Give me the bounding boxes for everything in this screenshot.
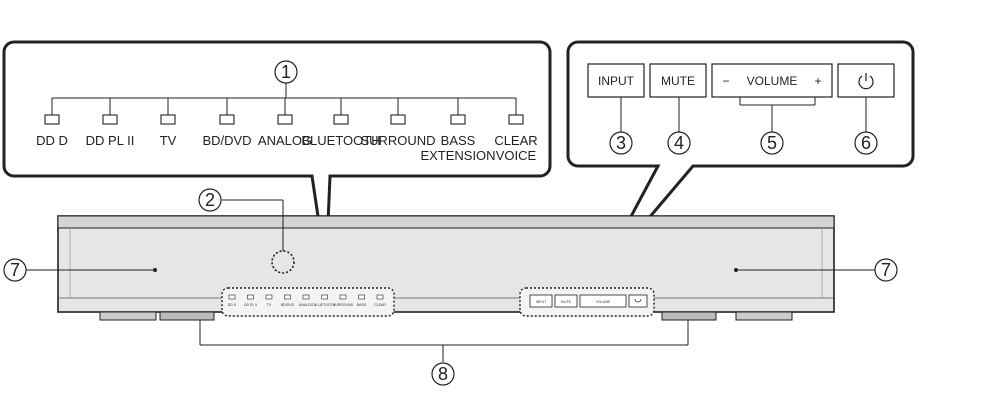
mini-indicator-led-4 [302, 294, 310, 300]
mini-indicator-led-0 [228, 294, 236, 300]
mini-volume-label: VOLUME [596, 300, 611, 304]
callout-7-right [874, 258, 898, 282]
indicator-led-0 [44, 114, 60, 125]
mini-indicator-led-1 [247, 294, 254, 300]
input-button-label: INPUT [598, 74, 635, 88]
indicator-led-7 [450, 114, 466, 125]
input-button[interactable] [587, 63, 645, 98]
foot-left [159, 311, 215, 321]
indicator-label-8: CLEAR [494, 133, 537, 148]
mini-power-icon [634, 298, 642, 303]
callout-7-left [3, 258, 27, 282]
callout-6 [854, 131, 878, 155]
mini-indicator-led-2 [265, 294, 273, 300]
indicator-led-1 [102, 114, 118, 125]
mini-indicator-led-5 [321, 294, 328, 300]
indicator-label-7: BASS [441, 133, 476, 148]
mini-indicator-label-8: CLEAR [374, 303, 386, 307]
indicator-label-1: DD PL II [86, 133, 135, 148]
mini-indicator-label-6: SURROUND [333, 303, 354, 307]
mini-indicator-led-7 [358, 294, 365, 300]
mini-input-button [529, 294, 553, 308]
mini-indicator-label-1: DD PL II [244, 303, 257, 307]
mini-input-label: INPUT [536, 300, 547, 304]
indicator-led-2 [160, 114, 176, 125]
mini-mute-button [554, 294, 578, 308]
indicator-label-5: BLUETOOTH [301, 133, 380, 148]
mute-button[interactable] [649, 63, 707, 98]
indicator-led-6 [390, 114, 406, 125]
callout-3-number: 3 [616, 133, 626, 153]
indicator-label-6: SURROUND [360, 133, 435, 148]
mini-indicator-label-5: BLUETOOTH [314, 303, 336, 307]
callout-4 [667, 131, 691, 155]
callout-4-number: 4 [674, 133, 684, 153]
volume-button[interactable] [711, 63, 833, 98]
indicator-label2-7: EXTENSION [420, 148, 495, 163]
callout-2-number: 2 [205, 190, 215, 210]
callout-1-number: 1 [281, 62, 291, 82]
mini-indicator-label-7: BASS [357, 303, 367, 307]
indicator-label-2: TV [160, 133, 177, 148]
button-callout-box: INPUT MUTE − VOLUME + 3 4 5 6 [566, 40, 915, 279]
callout-5-number: 5 [767, 133, 777, 153]
volume-plus-label: + [814, 74, 821, 88]
foot-right [661, 311, 717, 321]
indicator-label-4: ANALOG [258, 133, 312, 148]
indicator-strip [221, 287, 395, 317]
mini-indicator-led-6 [339, 294, 347, 300]
callout-5 [760, 131, 784, 155]
indicator-led-4 [277, 114, 293, 125]
remote-sensor [271, 250, 295, 274]
callout-8 [431, 362, 455, 386]
mini-indicator-label-3: BD/DVD [281, 303, 295, 307]
indicator-led-8 [508, 114, 524, 125]
volume-minus-label: − [722, 74, 729, 88]
indicator-label-0: DD D [36, 133, 68, 148]
mini-mute-label: MUTE [561, 300, 572, 304]
indicator-callout-box: 1 DD D DD PL II TV BD/DVD ANALOGBLUETOOTHSUR… [2, 40, 552, 271]
indicator-label2-8: VOICE [496, 148, 537, 163]
callout-7-right-number: 7 [881, 260, 891, 280]
mini-indicator-label-2: TV [267, 303, 272, 307]
mini-indicator-label-4: ANALOG [299, 303, 314, 307]
mini-indicator-led-8 [376, 294, 384, 300]
callout-7-left-number: 7 [10, 260, 20, 280]
callout-6-number: 6 [861, 133, 871, 153]
power-icon [858, 73, 874, 90]
soundbar-body [57, 215, 835, 321]
mini-power-button [628, 294, 648, 308]
mini-indicator-label-0: DD D [228, 303, 237, 307]
volume-label: VOLUME [747, 74, 798, 88]
callout-8-number: 8 [438, 364, 448, 384]
mute-button-label: MUTE [661, 74, 695, 88]
mini-volume-button [579, 294, 627, 308]
callout-3 [609, 131, 633, 155]
callout-2 [198, 188, 222, 212]
indicator-led-3 [219, 114, 235, 125]
mini-indicator-led-3 [284, 294, 291, 300]
indicator-led-5 [333, 114, 349, 125]
indicator-label-3: BD/DVD [202, 133, 251, 148]
